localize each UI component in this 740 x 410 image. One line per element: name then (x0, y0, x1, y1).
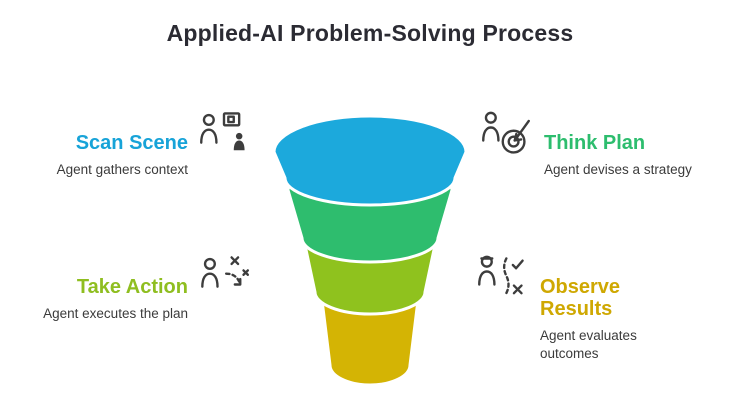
funnel-layer-scan-scene (272, 114, 468, 207)
step-observe-results: Observe Results Agent evaluates outcomes (474, 250, 724, 363)
step-take-action: Take Action Agent executes the plan (18, 250, 252, 323)
page-title: Applied-AI Problem-Solving Process (166, 20, 574, 46)
step-title-think-plan: Think Plan (544, 132, 646, 154)
step-title-take-action: Take Action (76, 276, 188, 298)
step-title-observe-results: Observe Results (540, 276, 621, 320)
step-desc-think-plan: Agent devises a strategy (544, 162, 692, 177)
step-desc-take-action: Agent executes the plan (43, 306, 188, 321)
person-checklist-icon (478, 255, 524, 295)
step-title-scan-scene: Scan Scene (75, 132, 188, 154)
step-desc-observe-results: Agent evaluates outcomes (540, 328, 637, 362)
step-think-plan: Think Plan Agent devises a strategy (478, 106, 728, 179)
person-motion-icon (201, 256, 250, 288)
step-scan-scene: Scan Scene Agent gathers context (18, 106, 252, 179)
person-screens-icon (200, 112, 245, 151)
step-desc-scan-scene: Agent gathers context (56, 162, 188, 177)
person-target-icon (482, 111, 530, 154)
